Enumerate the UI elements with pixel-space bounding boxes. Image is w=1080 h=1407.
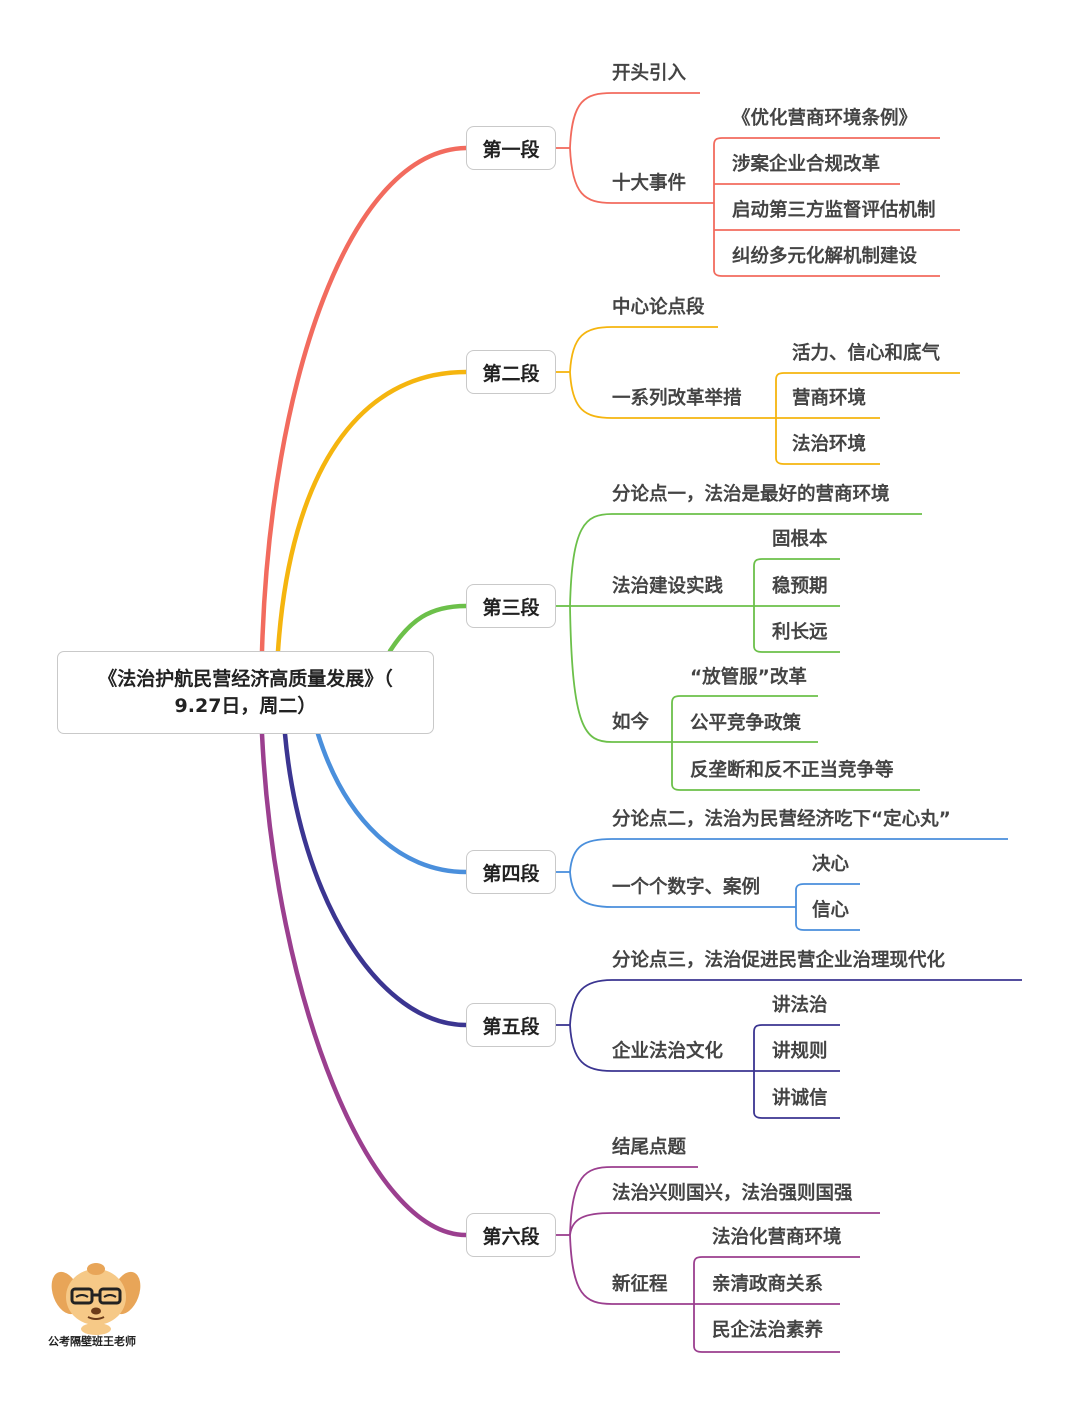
- section-1-label: 第一段: [482, 138, 540, 161]
- s1-item-3[interactable]: 启动第三方监督评估机制: [732, 200, 936, 221]
- root-topic[interactable]: 《法治护航民营经济高质量发展》（ 9.27日，周二）: [57, 651, 434, 734]
- s4-item-2[interactable]: 信心: [812, 900, 850, 921]
- s3-practice-item-1[interactable]: 固根本: [772, 529, 828, 550]
- connector-root-sec5: [282, 731, 469, 1028]
- s5-point-topic[interactable]: 分论点三，法治促进民营企业治理现代化: [612, 950, 946, 971]
- cartoon-dog-with-glasses-icon: [51, 1263, 141, 1335]
- s2-reforms-topic[interactable]: 一系列改革举措: [612, 388, 742, 409]
- connector-root-sec6: [259, 731, 469, 1238]
- s3-now-item-1[interactable]: “放管服”改革: [690, 667, 807, 688]
- section-1-node[interactable]: 第一段: [466, 126, 556, 170]
- s3-practice-topic[interactable]: 法治建设实践: [612, 576, 724, 597]
- connector-root-sec2: [275, 369, 469, 654]
- section-4-label: 第四段: [482, 862, 540, 885]
- section-6-node[interactable]: 第六段: [466, 1213, 556, 1257]
- section-5-node[interactable]: 第五段: [466, 1003, 556, 1047]
- s3-point-topic[interactable]: 分论点一，法治是最好的营商环境: [612, 484, 890, 505]
- connector-root-sec4: [315, 731, 469, 875]
- s5-item-1[interactable]: 讲法治: [772, 995, 828, 1016]
- s1-opening-topic[interactable]: 开头引入: [612, 63, 687, 84]
- section-3-label: 第三段: [482, 596, 540, 619]
- s2-item-1[interactable]: 活力、信心和底气: [792, 343, 941, 364]
- s6-ending-topic[interactable]: 结尾点题: [612, 1137, 687, 1158]
- s3-practice-item-3[interactable]: 利长远: [772, 622, 828, 643]
- section-4-node[interactable]: 第四段: [466, 850, 556, 894]
- s1-item-2[interactable]: 涉案企业合规改革: [732, 154, 881, 175]
- section-3-node[interactable]: 第三段: [466, 584, 556, 628]
- s5-item-2[interactable]: 讲规则: [772, 1041, 828, 1062]
- s1-ten-events-topic[interactable]: 十大事件: [612, 173, 687, 194]
- section-2-node[interactable]: 第二段: [466, 350, 556, 394]
- s1-item-1[interactable]: 《优化营商环境条例》: [732, 108, 918, 129]
- watermark-caption: 公考隔壁班王老师: [48, 1335, 136, 1348]
- s3-now-topic[interactable]: 如今: [612, 712, 650, 733]
- connector-root-sec3: [387, 603, 469, 654]
- s6-item-3[interactable]: 民企法治素养: [712, 1320, 824, 1341]
- s3-now-item-2[interactable]: 公平竞争政策: [690, 713, 802, 734]
- root-title-line1: 《法治护航民营经济高质量发展》（: [98, 667, 393, 690]
- s5-item-3[interactable]: 讲诚信: [772, 1088, 828, 1109]
- connector-root-sec1: [259, 145, 469, 654]
- s4-point-topic[interactable]: 分论点二，法治为民营经济吃下“定心丸”: [612, 809, 951, 830]
- s2-thesis-topic[interactable]: 中心论点段: [612, 297, 705, 318]
- s5-culture-topic[interactable]: 企业法治文化: [612, 1041, 724, 1062]
- section-2-label: 第二段: [482, 362, 540, 385]
- s3-practice-item-2[interactable]: 稳预期: [772, 576, 828, 597]
- s4-cases-topic[interactable]: 一个个数字、案例: [612, 877, 761, 898]
- section-6-label: 第六段: [482, 1225, 540, 1248]
- s6-item-1[interactable]: 法治化营商环境: [712, 1227, 842, 1248]
- root-title-line2: 9.27日，周二）: [174, 694, 317, 717]
- section-5-label: 第五段: [482, 1015, 540, 1038]
- s2-item-3[interactable]: 法治环境: [792, 434, 867, 455]
- s6-item-2[interactable]: 亲清政商关系: [712, 1274, 824, 1295]
- s4-item-1[interactable]: 决心: [812, 854, 850, 875]
- s6-new-journey-topic[interactable]: 新征程: [612, 1274, 668, 1295]
- s3-now-item-3[interactable]: 反垄断和反不正当竞争等: [690, 760, 894, 781]
- s1-item-4[interactable]: 纠纷多元化解机制建设: [732, 246, 918, 267]
- s6-slogan-topic[interactable]: 法治兴则国兴，法治强则国强: [612, 1183, 853, 1204]
- s2-item-2[interactable]: 营商环境: [792, 388, 867, 409]
